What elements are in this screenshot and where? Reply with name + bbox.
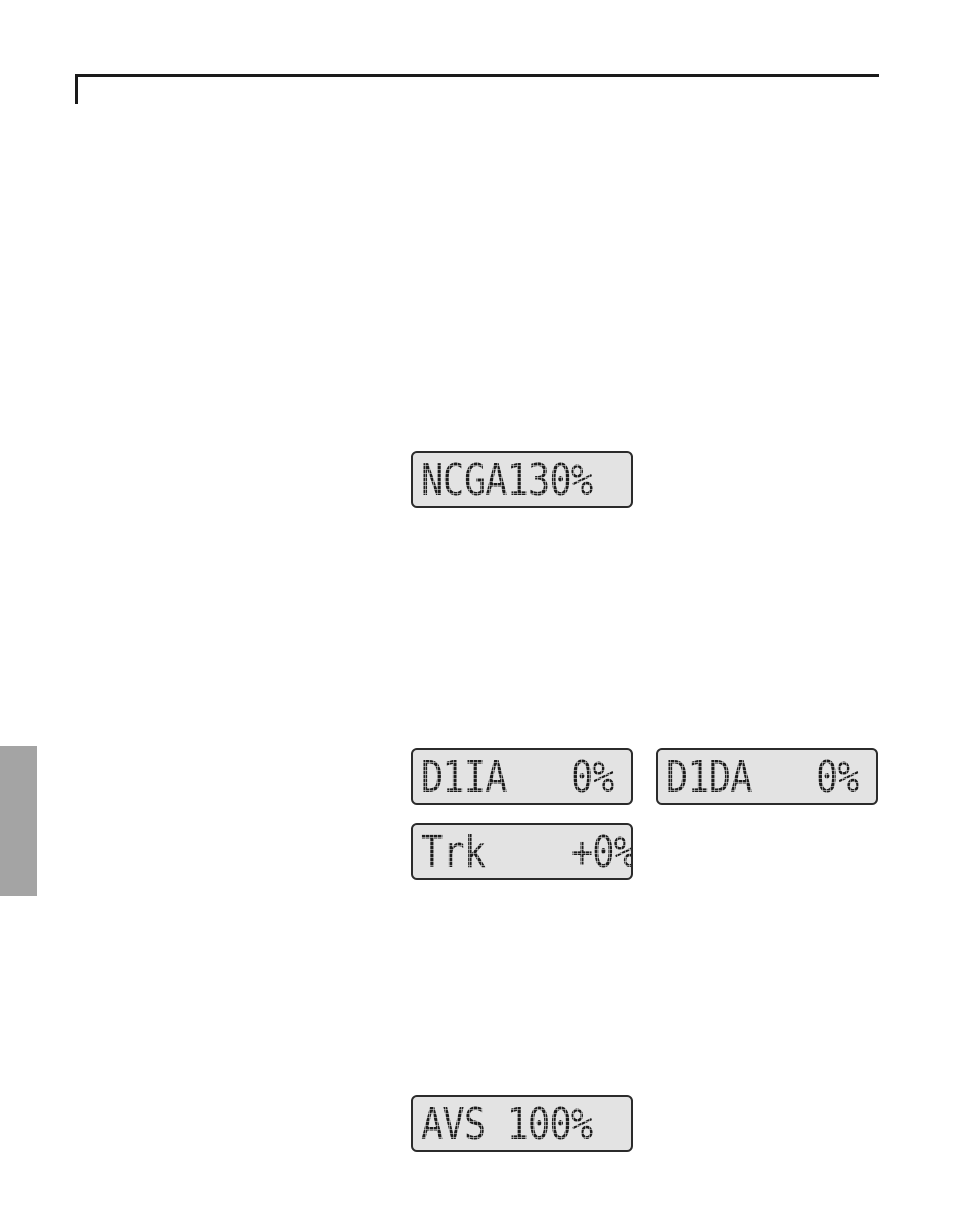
- lcd-text-d1ia: D1IA 0%: [421, 753, 614, 803]
- lcd-text-avs: AVS 100%: [421, 1100, 592, 1150]
- lcd-display-d1ia: D1IA 0%: [411, 748, 633, 805]
- header-rule: [75, 74, 879, 77]
- lcd-text-ncga: NCGA130%: [421, 456, 592, 506]
- section-thumb-tab: [0, 746, 37, 896]
- lcd-display-avs: AVS 100%: [411, 1095, 633, 1152]
- lcd-display-trk: Trk +0%: [411, 823, 633, 880]
- lcd-text-trk: Trk +0%: [421, 828, 633, 878]
- lcd-display-d1da: D1DA 0%: [656, 748, 878, 805]
- header-rule-tick: [75, 74, 78, 104]
- lcd-text-d1da: D1DA 0%: [666, 753, 859, 803]
- lcd-display-ncga: NCGA130%: [411, 451, 633, 508]
